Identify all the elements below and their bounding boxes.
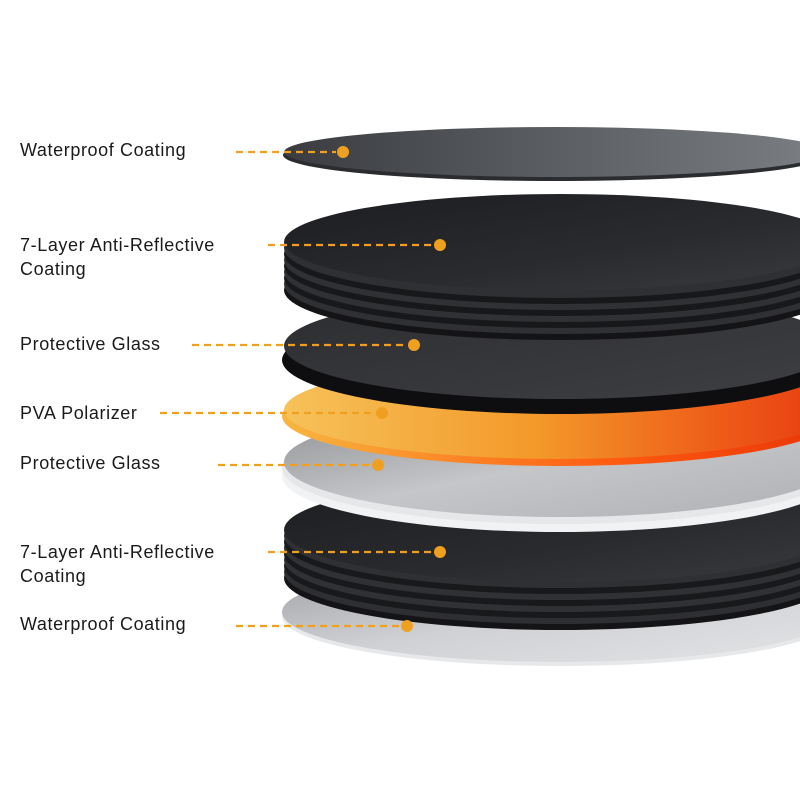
disc-top-anti-reflective-stack bbox=[284, 194, 800, 340]
leader-line-4 bbox=[160, 407, 388, 419]
label-protective-glass-upper: Protective Glass bbox=[20, 334, 161, 354]
leader-line-7 bbox=[236, 620, 413, 632]
leader-line-2 bbox=[268, 239, 446, 251]
leader-line-5 bbox=[218, 459, 384, 471]
leader-line-6 bbox=[268, 546, 446, 558]
label-waterproof-coating-bottom: Waterproof Coating bbox=[20, 614, 187, 634]
leader-line-3 bbox=[192, 339, 420, 351]
label-waterproof-coating-top: Waterproof Coating bbox=[20, 140, 187, 160]
label-anti-reflective-coating-top: 7-Layer Anti-Reflective Coating bbox=[20, 235, 215, 279]
leader-line-1 bbox=[236, 146, 349, 158]
label-anti-reflective-coating-bottom: 7-Layer Anti-Reflective Coating bbox=[20, 542, 215, 586]
disc-top-waterproof bbox=[283, 127, 800, 181]
label-protective-glass-lower: Protective Glass bbox=[20, 453, 161, 473]
label-pva-polarizer: PVA Polarizer bbox=[20, 403, 138, 423]
